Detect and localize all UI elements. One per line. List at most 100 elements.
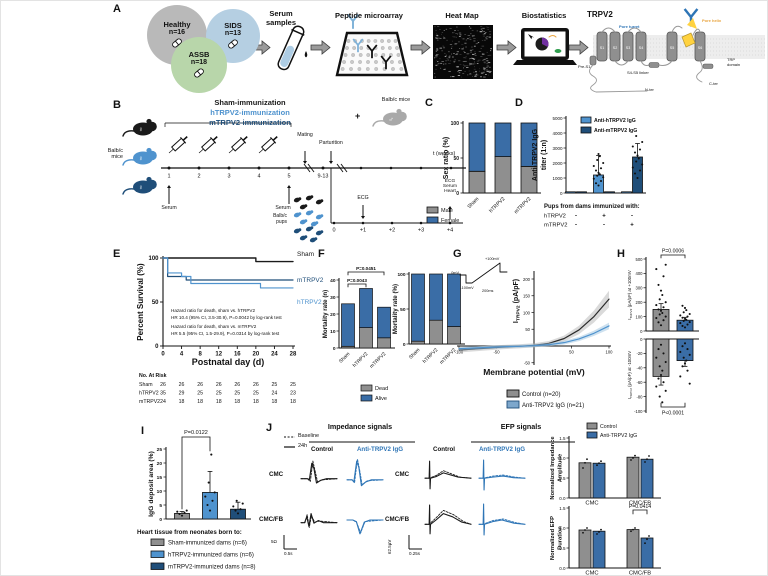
trpv2-pre-s1-label: Pre-S1: [578, 64, 591, 69]
svg-text:mTRPV2: mTRPV2: [139, 399, 160, 405]
svg-text:Dead: Dead: [375, 386, 388, 392]
cohort-assb-circle: ASSB n=18: [171, 37, 227, 93]
svg-text:Alive: Alive: [375, 396, 387, 402]
svg-text:400: 400: [636, 271, 644, 276]
svg-text:18: 18: [197, 399, 203, 405]
b-ecg-serum-heart-label: ECG Serum Heart: [442, 179, 458, 194]
svg-text:100: 100: [451, 121, 460, 127]
svg-text:3: 3: [227, 174, 230, 180]
svg-text:-40: -40: [636, 366, 643, 371]
svg-text:100: 100: [397, 272, 405, 278]
svg-text:18: 18: [290, 399, 296, 405]
cohort-n: n=13: [224, 30, 242, 38]
svg-text:15: 15: [157, 475, 163, 481]
j-efp-anti-header: Anti-TRPV2 IgG: [478, 446, 526, 453]
svg-text:26: 26: [253, 382, 259, 388]
svg-text:-80: -80: [636, 394, 643, 399]
svg-text:26: 26: [216, 382, 222, 388]
panel-label-j: J: [266, 422, 273, 434]
svg-text:3000: 3000: [552, 146, 563, 151]
svg-text:Normalized Impedance: Normalized Impedance: [550, 436, 556, 500]
svg-text:12: 12: [215, 352, 222, 358]
panel-label-d: D: [515, 97, 523, 109]
trpv2-n-ter-label: N-ter: [645, 87, 654, 92]
b-balbc-mice-top-label: Balb/c mice: [381, 97, 411, 103]
svg-text:Sham: Sham: [139, 382, 153, 388]
svg-text:0.0: 0.0: [559, 566, 566, 571]
b-serum-1-label: Serum: [161, 205, 177, 211]
svg-text:26: 26: [197, 382, 203, 388]
svg-text:-100mV: -100mV: [460, 286, 474, 290]
j-efp-scale-x: 0.25s: [409, 551, 421, 556]
svg-text:35: 35: [160, 391, 166, 397]
svg-text:25: 25: [234, 391, 240, 397]
svg-text:Sham: Sham: [338, 351, 351, 364]
svg-text:hTRPV2: hTRPV2: [422, 347, 440, 365]
svg-text:18: 18: [253, 399, 259, 405]
svg-text:8: 8: [198, 352, 202, 358]
svg-text:mTRPV2: mTRPV2: [544, 223, 568, 229]
svg-text:25: 25: [157, 447, 163, 453]
b-mating-label: Mating: [297, 132, 313, 138]
svg-text:28: 28: [290, 352, 297, 358]
svg-text:♀: ♀: [138, 156, 143, 163]
svg-text:+1: +1: [360, 228, 366, 234]
svg-text:10: 10: [157, 489, 163, 495]
svg-text:+100mV: +100mV: [485, 257, 500, 261]
svg-text:HR 10.4 (95% CI, 3.5-30.9), P=: HR 10.4 (95% CI, 3.5-30.9), P=0.0042 by …: [171, 315, 282, 320]
j-efp-row-cmc: CMC: [395, 471, 410, 478]
cohort-n: n=16: [168, 29, 186, 37]
b-balbc-pups-label: Balb/c pups: [273, 213, 287, 225]
b-legend-1: hTRPV2-immunization: [210, 108, 290, 117]
svg-text:S6: S6: [698, 46, 702, 50]
svg-text:0: 0: [640, 337, 643, 342]
svg-text:1: 1: [167, 174, 170, 180]
svg-text:hTRPV2-immunized dams (n=6): hTRPV2-immunized dams (n=6): [168, 553, 254, 559]
svg-text:S1: S1: [600, 46, 604, 50]
panel-label-f: F: [318, 248, 325, 260]
svg-text:0.5: 0.5: [559, 476, 566, 481]
svg-text:-20: -20: [636, 351, 643, 356]
b-legend-0: Sham-immunization: [214, 98, 286, 107]
svg-text:29: 29: [179, 391, 185, 397]
svg-text:18: 18: [272, 399, 278, 405]
capsule-icon: [194, 68, 204, 78]
svg-text:ITRPV2 (pA/pF): ITRPV2 (pA/pF): [513, 279, 521, 323]
svg-text:25: 25: [216, 391, 222, 397]
svg-text:0.5: 0.5: [559, 546, 566, 551]
svg-text:Anti-mTRPV2 IgG: Anti-mTRPV2 IgG: [594, 128, 637, 134]
svg-text:+4: +4: [447, 228, 453, 234]
step-label-serum-samples: Serum samples: [265, 9, 297, 27]
svg-text:0: 0: [560, 191, 563, 196]
svg-text:1000: 1000: [552, 176, 563, 181]
svg-text:-50: -50: [493, 350, 500, 355]
svg-text:0: 0: [332, 228, 335, 234]
svg-text:0: 0: [155, 344, 159, 350]
svg-text:26: 26: [234, 382, 240, 388]
svg-text:1.5: 1.5: [559, 506, 566, 511]
svg-text:0: 0: [640, 329, 643, 334]
svg-text:mTRPV2: mTRPV2: [369, 351, 388, 370]
svg-text:Normalized EFP: Normalized EFP: [550, 516, 556, 560]
svg-text:Anti-hTRPV2 IgG: Anti-hTRPV2 IgG: [594, 118, 636, 124]
svg-text:26: 26: [179, 382, 185, 388]
cohort-n: n=18: [190, 59, 208, 67]
trpv2-pore-turret-label: Pore turret: [619, 24, 640, 29]
svg-text:P=0.0043: P=0.0043: [347, 278, 367, 283]
svg-text:5: 5: [287, 174, 290, 180]
svg-text:25: 25: [197, 391, 203, 397]
svg-text:23: 23: [290, 391, 296, 397]
svg-text:0: 0: [159, 517, 162, 523]
svg-text:S3: S3: [626, 46, 630, 50]
svg-text:25: 25: [272, 382, 278, 388]
svg-text:9-13: 9-13: [317, 174, 328, 180]
svg-text:4000: 4000: [552, 131, 563, 136]
svg-text:hTRPV2: hTRPV2: [352, 351, 370, 369]
svg-text:Sham: Sham: [297, 251, 314, 258]
svg-text:2: 2: [197, 174, 200, 180]
